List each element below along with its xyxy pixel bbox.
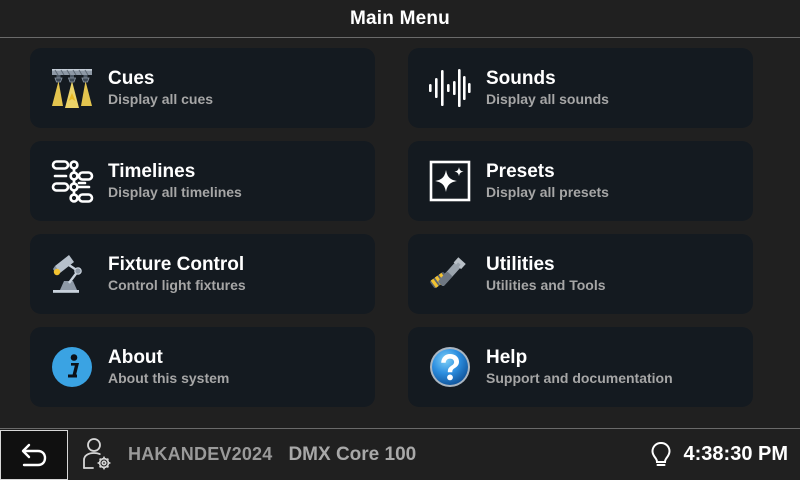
menu-item-subtitle: Display all cues [108, 90, 214, 107]
menu-item-title: Cues [108, 67, 155, 89]
status-device-label: DMX Core 100 [288, 443, 417, 465]
page-title: Main Menu [350, 7, 450, 29]
menu-item-text: Presets Display all presets [486, 161, 609, 202]
stage-lights-icon [44, 60, 100, 116]
menu-item-subtitle: Display all presets [486, 183, 609, 200]
menu-item-title: About [108, 346, 163, 368]
menu-item-fixture-control[interactable]: Fixture Control Control light fixtures [30, 234, 375, 314]
menu-item-subtitle: Display all timelines [108, 183, 242, 200]
menu-item-title: Presets [486, 160, 555, 182]
lightbulb-icon[interactable] [646, 439, 676, 471]
back-arrow-icon [21, 443, 47, 466]
sparkle-square-icon [422, 153, 478, 209]
menu-item-subtitle: Support and documentation [486, 369, 673, 386]
info-circle-icon [44, 339, 100, 395]
waveform-icon [422, 60, 478, 116]
menu-item-text: Utilities Utilities and Tools [486, 254, 606, 295]
menu-item-timelines[interactable]: Timelines Display all timelines [30, 141, 375, 221]
desk-lamp-icon [44, 246, 100, 302]
menu-item-text: Cues Display all cues [108, 68, 213, 109]
menu-item-text: Sounds Display all sounds [486, 68, 609, 109]
menu-item-title: Help [486, 346, 528, 368]
title-bar: Main Menu [0, 0, 800, 38]
status-bar: HAKANDEV2024 DMX Core 100 4:38:30 PM [0, 428, 800, 480]
menu-item-title: Sounds [486, 67, 556, 89]
menu-item-title: Timelines [108, 160, 196, 182]
menu-item-text: Help Support and documentation [486, 347, 673, 388]
timeline-nodes-icon [44, 153, 100, 209]
status-user-label: HAKANDEV2024 [128, 444, 273, 464]
menu-item-text: Fixture Control Control light fixtures [108, 254, 246, 295]
menu-item-sounds[interactable]: Sounds Display all sounds [408, 48, 753, 128]
user-settings-icon[interactable] [78, 433, 118, 477]
menu-item-subtitle: About this system [108, 369, 230, 386]
status-time: 4:38:30 PM [683, 443, 789, 465]
wrench-screwdriver-icon [422, 246, 478, 302]
main-content: Cues Display all cues [0, 38, 800, 428]
menu-item-utilities[interactable]: Utilities Utilities and Tools [408, 234, 753, 314]
menu-item-text: About About this system [108, 347, 229, 388]
menu-item-presets[interactable]: Presets Display all presets [408, 141, 753, 221]
question-circle-icon [422, 339, 478, 395]
menu-item-subtitle: Utilities and Tools [486, 276, 606, 293]
menu-item-subtitle: Display all sounds [486, 90, 609, 107]
back-button[interactable] [0, 429, 68, 480]
menu-item-subtitle: Control light fixtures [108, 276, 246, 293]
menu-item-title: Utilities [486, 253, 555, 275]
menu-grid: Cues Display all cues [30, 48, 770, 407]
menu-item-help[interactable]: Help Support and documentation [408, 327, 753, 407]
menu-item-title: Fixture Control [108, 253, 245, 275]
menu-item-cues[interactable]: Cues Display all cues [30, 48, 375, 128]
menu-item-text: Timelines Display all timelines [108, 161, 242, 202]
menu-item-about[interactable]: About About this system [30, 327, 375, 407]
